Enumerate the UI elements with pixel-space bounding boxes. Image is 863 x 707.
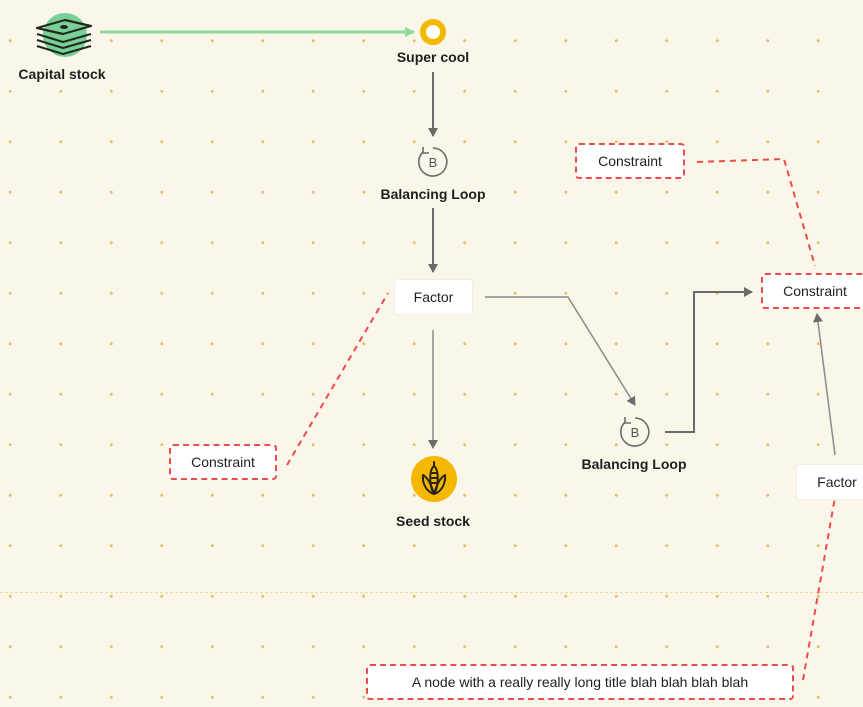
balancing-loop-label: Balancing Loop — [581, 456, 687, 472]
loop-badge: B — [631, 425, 640, 440]
super-cool-node[interactable] — [419, 18, 447, 46]
constraint-node[interactable]: Constraint — [575, 143, 685, 179]
constraint-node[interactable]: Constraint — [169, 444, 277, 480]
constraint-link-left[interactable] — [286, 292, 389, 466]
seed-stock-node[interactable] — [411, 456, 457, 502]
capital-stock-label: Capital stock — [18, 66, 106, 82]
edge-loop2-to-constraint-right[interactable] — [665, 287, 753, 433]
balancing-loop-label: Balancing Loop — [380, 186, 486, 202]
factor-node[interactable]: Factor — [797, 465, 863, 499]
ring-icon — [420, 19, 446, 45]
section-divider — [0, 592, 863, 593]
edge-factor1-to-loop2[interactable] — [485, 296, 636, 406]
edge-factor2-to-constraint-right[interactable] — [813, 313, 836, 456]
seed-stock-label: Seed stock — [396, 513, 470, 529]
capital-stock-node[interactable] — [35, 13, 95, 57]
super-cool-label: Super cool — [396, 49, 470, 65]
loop-badge: B — [429, 155, 438, 170]
constraint-link-top-right[interactable] — [696, 157, 816, 267]
factor-node[interactable]: Factor — [395, 280, 472, 314]
constraint-node[interactable]: Constraint — [761, 273, 863, 309]
corn-icon — [411, 456, 457, 502]
balancing-loop-icon[interactable]: B — [415, 144, 451, 180]
long-title-node[interactable]: A node with a really really long title b… — [366, 664, 794, 700]
constraint-link-long-node[interactable] — [802, 479, 839, 681]
money-stack-icon — [35, 13, 93, 57]
balancing-loop-icon[interactable]: B — [617, 414, 653, 450]
